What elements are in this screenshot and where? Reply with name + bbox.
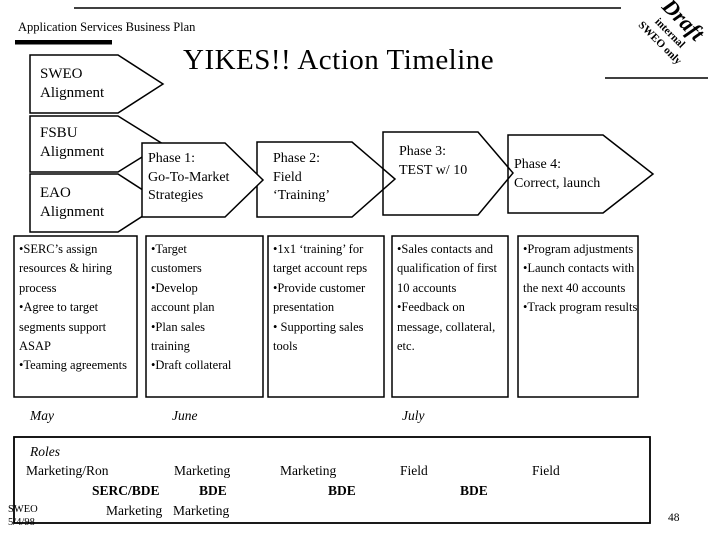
- bullet-item: •Feedback on message, collateral, etc.: [397, 300, 496, 354]
- chevron-label-fsbu: FSBU Alignment: [40, 125, 105, 160]
- role-entry: Marketing: [106, 503, 163, 518]
- role-entry: BDE: [199, 483, 227, 498]
- bullet-item: •Develop account plan: [151, 280, 215, 315]
- action-box-4: [391, 235, 509, 398]
- roles-title: Roles: [30, 444, 60, 459]
- role-entry: BDE: [328, 483, 356, 498]
- bullet-item: •1x1 ‘training’ for target account reps: [273, 242, 368, 276]
- role-entry: SERC/BDE: [92, 483, 160, 498]
- page-title: YIKES!! Action Timeline: [183, 44, 495, 76]
- page-number: 48: [668, 512, 680, 524]
- action-list-4: •Sales contacts and qualification of fir…: [397, 240, 501, 356]
- role-entry: Marketing: [173, 503, 230, 518]
- month-label-june: June: [172, 408, 198, 423]
- chevron-label-sweo: SWEO Alignment: [40, 66, 105, 101]
- bullet-item: •Agree to target segments support ASAP: [19, 300, 107, 354]
- role-entry: BDE: [460, 483, 488, 498]
- phase2-chevron: [256, 141, 397, 218]
- role-entry: Field: [400, 463, 428, 478]
- bullet-item: •Track program results: [523, 300, 638, 315]
- header-underline: [15, 40, 112, 45]
- phase1-label: Phase 1: Go-To-Market Strategies: [148, 151, 230, 203]
- phase4-chevron: [507, 134, 655, 214]
- action-list-1: •SERC’s assign resources & hiring proces…: [19, 240, 131, 376]
- action-box-3: [267, 235, 385, 398]
- bullet-item: •Plan sales training: [151, 319, 206, 354]
- month-label-may: May: [30, 408, 54, 423]
- sweo-alignment-chevron: [29, 54, 165, 114]
- bullet-item: •SERC’s assign resources & hiring proces…: [19, 242, 113, 295]
- action-box-2: [145, 235, 264, 398]
- role-entry: Field: [532, 463, 560, 478]
- action-list-2: •Target customers •Develop account plan …: [151, 240, 239, 376]
- roles-box: [13, 436, 651, 524]
- phase3-label: Phase 3: TEST w/ 10: [399, 144, 468, 178]
- phase4-label: Phase 4: Correct, launch: [514, 157, 601, 191]
- action-box-1: [13, 235, 138, 398]
- phase2-label: Phase 2: Field ‘Training’: [273, 151, 331, 203]
- bullet-item: •Teaming agreements: [19, 358, 127, 373]
- eao-alignment-chevron: [29, 173, 165, 233]
- bullet-item: •Provide customer presentation: [273, 280, 366, 315]
- role-entry: Marketing: [280, 463, 337, 478]
- footer-date: 5/4/98: [8, 517, 35, 528]
- action-list-3: •1x1 ‘training’ for target account reps …: [273, 240, 373, 356]
- breadcrumb: Application Services Business Plan: [18, 20, 196, 34]
- fsbu-alignment-chevron: [29, 115, 165, 173]
- footer-org: SWEO: [8, 504, 38, 515]
- role-entry: Marketing/Ron: [26, 463, 109, 478]
- bullet-item: •Target customers: [151, 242, 202, 276]
- bullet-item: •Draft collateral: [151, 358, 232, 373]
- phase3-chevron: [382, 131, 514, 216]
- role-entry: Marketing: [174, 463, 231, 478]
- chevron-label-eao: EAO Alignment: [40, 185, 105, 220]
- phase1-chevron: [141, 142, 265, 218]
- action-list-5: •Program adjustments •Launch contacts wi…: [523, 240, 639, 318]
- action-box-5: [517, 235, 639, 398]
- month-label-july: July: [402, 408, 425, 423]
- bullet-item: • Supporting sales tools: [273, 319, 364, 354]
- bullet-item: •Sales contacts and qualification of fir…: [397, 242, 497, 295]
- bullet-item: •Program adjustments: [523, 242, 634, 256]
- bullet-item: •Launch contacts with the next 40 accoun…: [523, 261, 635, 295]
